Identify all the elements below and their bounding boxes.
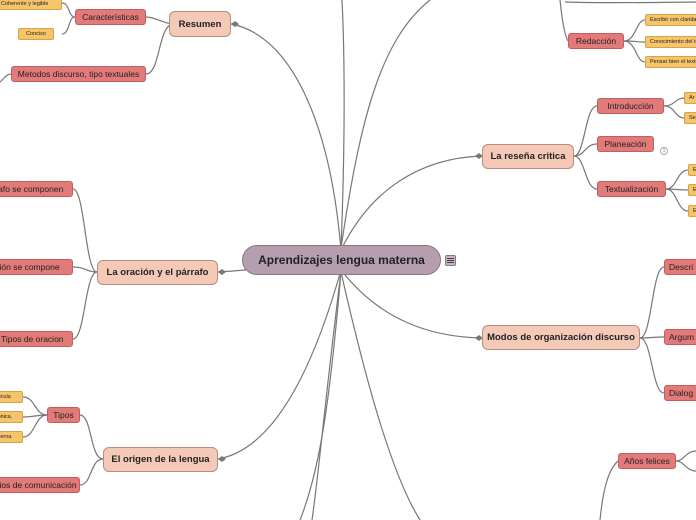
leaf-text-1[interactable]: E xyxy=(688,164,696,176)
link-root-modos xyxy=(340,269,483,339)
link-root-down2 xyxy=(340,271,421,520)
subtopic-metodos[interactable]: Metodos discurso, tipo textuales xyxy=(11,66,146,82)
link-root-up1 xyxy=(340,0,345,249)
subtopic-redaccion[interactable]: Redacción xyxy=(568,33,624,49)
subtopic-anos-felices[interactable]: Años felices xyxy=(618,453,676,469)
link-root-down3 xyxy=(299,271,342,520)
subtopic-tipos[interactable]: Tipos xyxy=(47,407,80,423)
link-root-resumen xyxy=(230,23,342,251)
subtopic-caracteristicas[interactable]: Características xyxy=(75,9,146,25)
leaf-cronica[interactable]: crónica, xyxy=(0,411,23,423)
topic-origen-lengua[interactable]: El origen de la lengua xyxy=(103,447,218,472)
subtopic-textualizacion[interactable]: Textualización xyxy=(597,181,666,197)
leaf-escribir[interactable]: Escribir con claridad xyxy=(645,14,696,26)
subtopic-medios[interactable]: medios de comunicación xyxy=(0,477,80,493)
link-root-up2 xyxy=(340,0,431,249)
subtopic-argumentacion[interactable]: Argum xyxy=(664,329,696,345)
link-root-down1 xyxy=(311,271,342,520)
leaf-conocimiento[interactable]: Conocimiento del tema xyxy=(645,36,696,48)
link-root-resena xyxy=(340,155,483,251)
leaf-intro-1[interactable]: Ar xyxy=(684,92,696,104)
leaf-pensar[interactable]: Pensar bien el texto xyxy=(645,56,696,68)
leaf-coherente[interactable]: Coherente y legible xyxy=(0,0,62,10)
leaf-intro-2[interactable]: Se xyxy=(684,112,696,124)
leaf-text-3[interactable]: E xyxy=(688,205,696,217)
topic-modos-organizacion[interactable]: Modos de organización discurso xyxy=(482,325,640,350)
leaf-conciso[interactable]: Conciso xyxy=(18,28,54,40)
topic-resena-critica[interactable]: La reseña critica xyxy=(482,144,574,169)
subtopic-introduccion[interactable]: Introducción xyxy=(597,98,664,114)
leaf-externa[interactable]: externa xyxy=(0,431,23,443)
subtopic-descripcion[interactable]: Descri xyxy=(664,259,696,275)
collapse-count-icon[interactable]: 1 xyxy=(660,147,668,155)
link-root-origen xyxy=(217,269,342,460)
topic-resumen[interactable]: Resumen xyxy=(169,11,231,37)
subtopic-oracion-compone[interactable]: oración se compone xyxy=(0,259,73,275)
subtopic-tipos-oracion[interactable]: Tipos de oracion xyxy=(0,331,73,347)
subtopic-planeacion[interactable]: Planeación xyxy=(597,136,654,152)
subtopic-dialogo[interactable]: Dialog xyxy=(664,385,696,401)
root-topic[interactable]: Aprendizajes lengua materna xyxy=(242,245,441,275)
leaf-articula[interactable]: articula xyxy=(0,391,23,403)
menu-lines-icon[interactable] xyxy=(445,255,456,266)
leaf-text-2[interactable]: E xyxy=(688,184,696,196)
subtopic-parrafo[interactable]: párrafo se componen xyxy=(0,181,73,197)
topic-oracion-parrafo[interactable]: La oración y el párrafo xyxy=(97,260,218,285)
